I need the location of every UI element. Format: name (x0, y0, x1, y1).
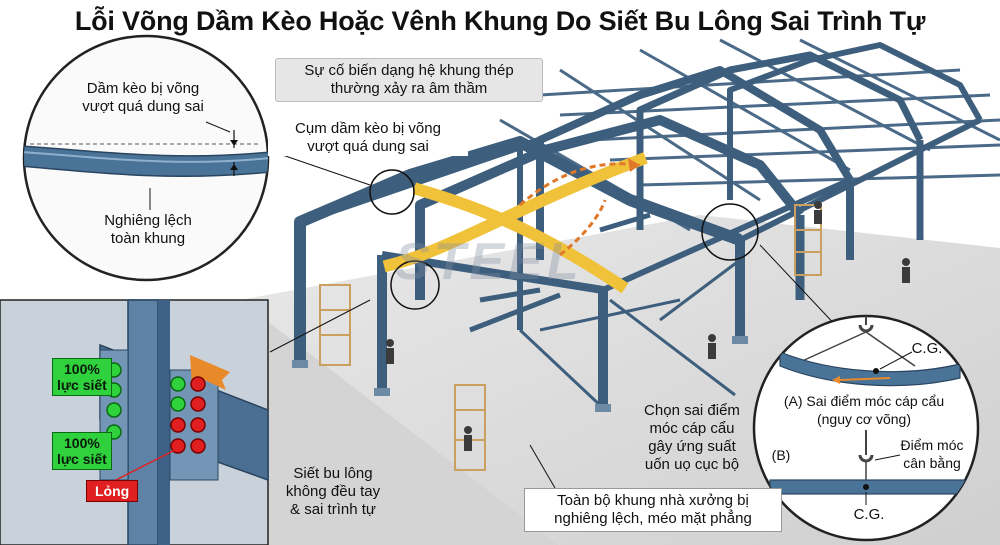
header-note: Sự cố biến dạng hệ khung thép thường xảy… (275, 58, 543, 102)
leader-line (529, 444, 556, 489)
workers (386, 201, 910, 451)
joint-callout-circle (390, 260, 440, 310)
sagging-beam-highlight (382, 152, 648, 294)
sag-magnifier (22, 34, 270, 282)
tilt-callout: Nghiêng lệch toàn khung (104, 212, 192, 247)
watermark: STEEL (395, 233, 583, 291)
lifting-magnifier (752, 314, 980, 542)
sag-callout: Dầm kèo bị võng vượt quá dung sai (82, 80, 204, 115)
balance-point-label: Điểm móc cân bằng (900, 437, 964, 471)
joint-callout-circle (369, 169, 415, 215)
frame-note: Toàn bộ khung nhà xưởng bị nghiêng lệch,… (524, 488, 782, 532)
leader-line (269, 299, 371, 353)
page-title: Lỗi Võng Dầm Kèo Hoặc Vênh Khung Do Siết… (74, 6, 926, 36)
bolt-note: Siết bu lông không đều tay & sai trình t… (285, 465, 381, 518)
case-b-label: (B) (771, 447, 791, 463)
case-a-label: (A) Sai điểm móc cáp cẩu (nguy cơ võng) (783, 393, 945, 427)
cg-label-bottom: C.G. (853, 506, 885, 523)
bolt-loose-tag: Lỏng (86, 480, 139, 502)
column-bases (292, 336, 748, 412)
deformation-arrowhead (628, 158, 640, 172)
truss-note: Cụm dầm kèo bị võng vượt quá dung sai (268, 120, 468, 156)
lift-note: Chọn sai điểm móc cáp cẩu gây ứng suất u… (644, 402, 740, 473)
leader-line (759, 244, 841, 331)
bolt-connection-detail (0, 299, 269, 545)
bolt-tight-tag-1: 100% lực siết (52, 358, 112, 396)
bolt-tight-tag-2: 100% lực siết (52, 432, 112, 470)
ground-beams (469, 212, 651, 333)
deformation-arrow-2 (559, 199, 607, 257)
scaffolds (319, 204, 822, 471)
cg-label-top: C.G. (911, 340, 943, 357)
joint-callout-circle (701, 203, 759, 261)
